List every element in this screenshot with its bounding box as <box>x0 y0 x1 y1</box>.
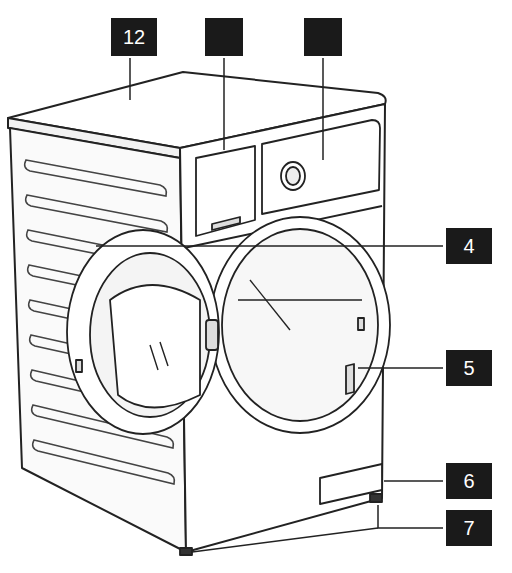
callout-number: 6 <box>446 463 492 499</box>
door-opening <box>210 217 390 433</box>
callout-number: 5 <box>446 350 492 386</box>
door-hinge <box>206 320 218 350</box>
drum-rib <box>250 280 290 330</box>
blank-callout <box>205 18 243 56</box>
leader-lines <box>96 58 443 552</box>
foot <box>180 548 192 555</box>
foot <box>370 494 382 502</box>
control-panel <box>262 120 380 214</box>
filter-flap <box>320 464 382 504</box>
knob-centre <box>286 167 300 185</box>
glass-shine <box>150 342 168 370</box>
drum-rib <box>238 299 362 300</box>
callout-number: 7 <box>446 510 492 546</box>
door-glass-bowl <box>110 285 200 408</box>
open-door <box>67 230 219 434</box>
door-glass <box>90 253 210 417</box>
callout-number: 12 <box>111 18 157 56</box>
drawer-handle <box>212 217 240 230</box>
door-handle <box>346 364 354 394</box>
door-latch <box>358 318 364 330</box>
detergent-drawer <box>196 146 255 236</box>
program-knob <box>281 162 305 190</box>
front-panel <box>180 104 385 552</box>
door-hook <box>76 360 82 372</box>
callout-number: 4 <box>446 228 492 264</box>
blank-callout <box>304 18 342 56</box>
drum-opening <box>222 229 378 421</box>
